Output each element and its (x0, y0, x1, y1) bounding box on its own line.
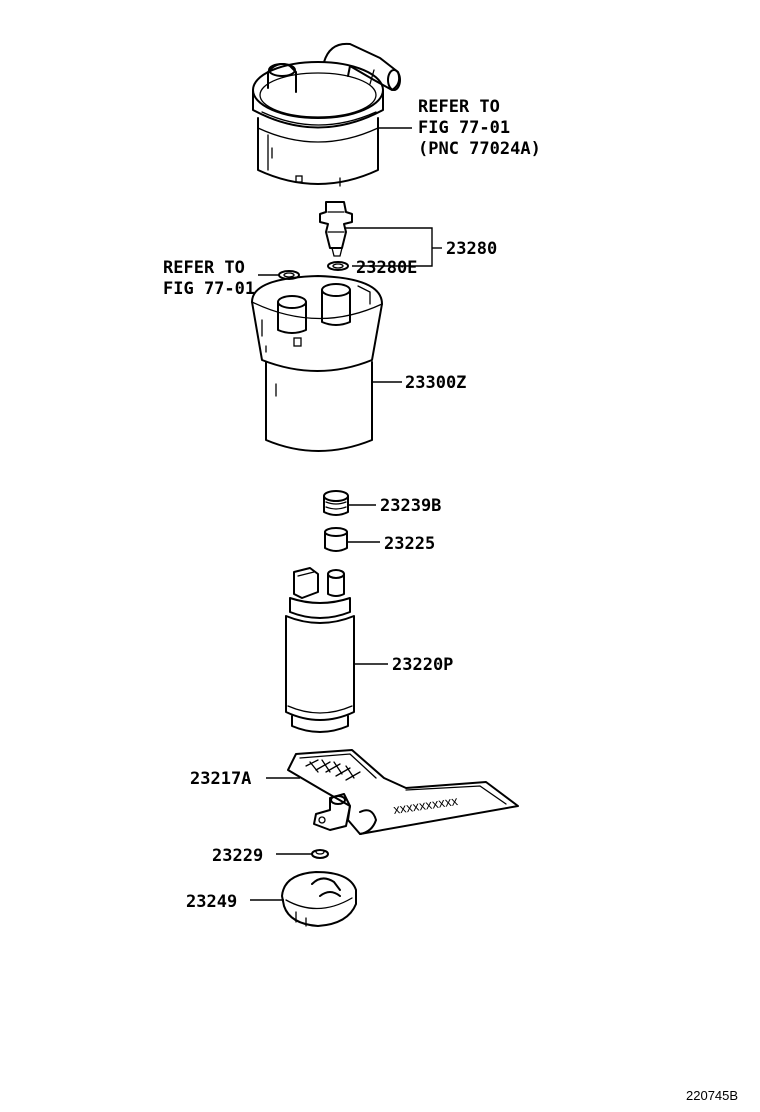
refer-top-line-1: REFER TO (418, 97, 500, 117)
fuel-filter-23300z (251, 275, 383, 452)
check-valve-23280 (319, 201, 353, 257)
fuel-filter-assembly-top (252, 42, 401, 187)
refer-top-line-2: FIG 77-01 (418, 118, 510, 138)
label-23225: 23225 (384, 534, 435, 554)
label-23217a: 23217A (190, 769, 251, 789)
refer-left-line-2: FIG 77-01 (163, 279, 255, 299)
cushion-23239b (323, 490, 349, 516)
label-23300z: 23300Z (405, 373, 466, 393)
strainer-hatch-marks: xxxxxxxxxx (392, 793, 459, 817)
label-23220p: 23220P (392, 655, 453, 675)
label-23280e: 23280E (356, 258, 417, 278)
label-23229: 23229 (212, 846, 263, 866)
figure-id: 220745B (686, 1088, 738, 1103)
cushion-23225 (324, 527, 348, 552)
o-ring-23280e (327, 261, 349, 271)
label-23249: 23249 (186, 892, 237, 912)
refer-top-line-3: (PNC 77024A) (418, 139, 541, 159)
fuel-pump-23220p (285, 567, 355, 733)
fuel-suction-filter-23217a (287, 749, 519, 835)
label-23280: 23280 (446, 239, 497, 259)
label-23239b: 23239B (380, 496, 441, 516)
clamp-23229 (311, 849, 329, 859)
leader-23280 (344, 227, 433, 267)
cushion-23249 (281, 871, 357, 927)
refer-left-line-1: REFER TO (163, 258, 245, 278)
